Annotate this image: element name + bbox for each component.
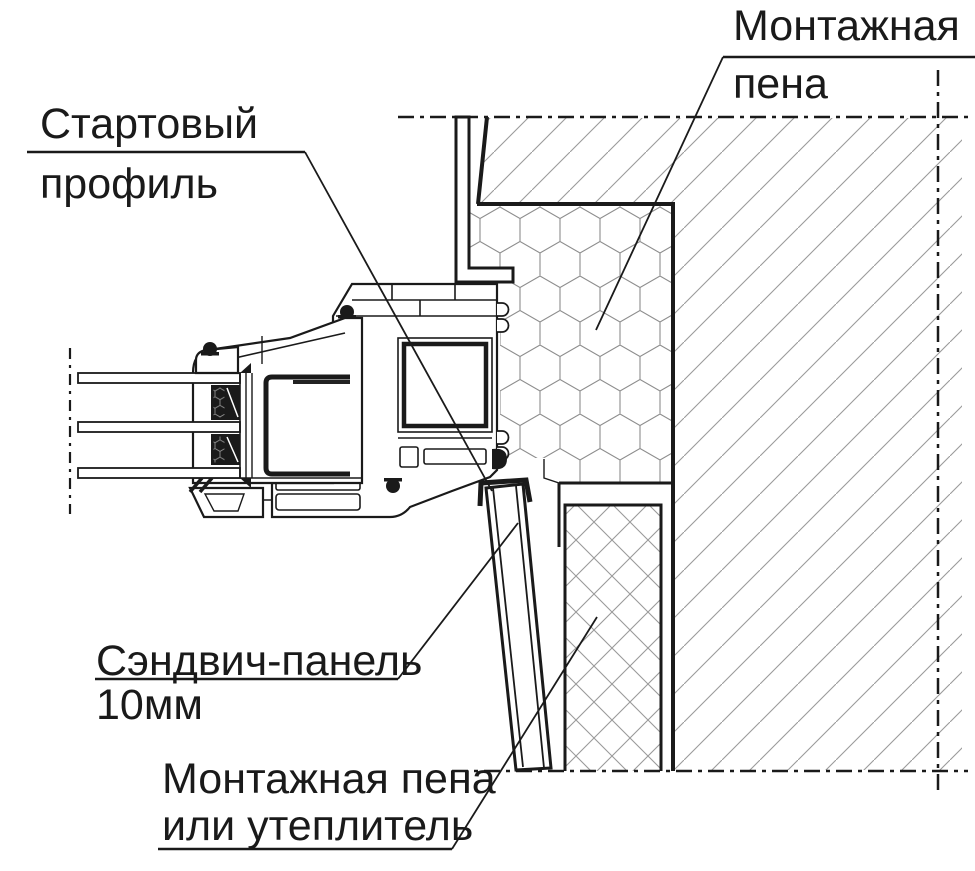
label-sandwich-line1: Сэндвич-панель xyxy=(96,637,423,685)
label-foam-top-line2: пена xyxy=(733,60,828,108)
label-sandwich-line2: 10мм xyxy=(96,681,203,729)
sash-steel-reinforcement xyxy=(263,374,350,477)
callout-sandwich-leader xyxy=(95,522,519,681)
starter-profile xyxy=(477,448,533,507)
label-start-profile-line1: Стартовый xyxy=(40,100,259,148)
steel-reinforcement-square xyxy=(401,341,489,429)
glazing-gasket-bottom xyxy=(240,478,251,488)
glazing-spacer-bottom xyxy=(211,434,240,465)
screw-bottom xyxy=(384,478,402,493)
label-foam-bottom-line1: Монтажная пена xyxy=(162,755,496,803)
section-break-lines xyxy=(68,70,968,792)
screw-sash-top xyxy=(338,305,356,319)
glazing-unit xyxy=(77,363,251,488)
label-foam-top-line1: Монтажная xyxy=(733,2,960,50)
sandwich-panel xyxy=(484,482,553,772)
glazing-bead xyxy=(194,345,240,375)
screw-bead xyxy=(201,342,219,356)
callout-start-profile-leader xyxy=(27,150,493,492)
glazing-gasket-top xyxy=(240,363,251,373)
glazing-spacer-top xyxy=(211,385,240,420)
callout-foam-top-leader xyxy=(595,55,975,331)
gasket-marks xyxy=(188,476,214,494)
flashing-profile xyxy=(454,115,515,284)
label-foam-bottom-line2: или утеплитель xyxy=(162,802,474,850)
label-start-profile-line2: профиль xyxy=(40,160,219,208)
frame-seal-fins xyxy=(497,302,510,461)
insulation-region xyxy=(557,481,671,771)
callout-foam-bottom-leader xyxy=(158,616,598,851)
wall-section xyxy=(476,116,962,771)
